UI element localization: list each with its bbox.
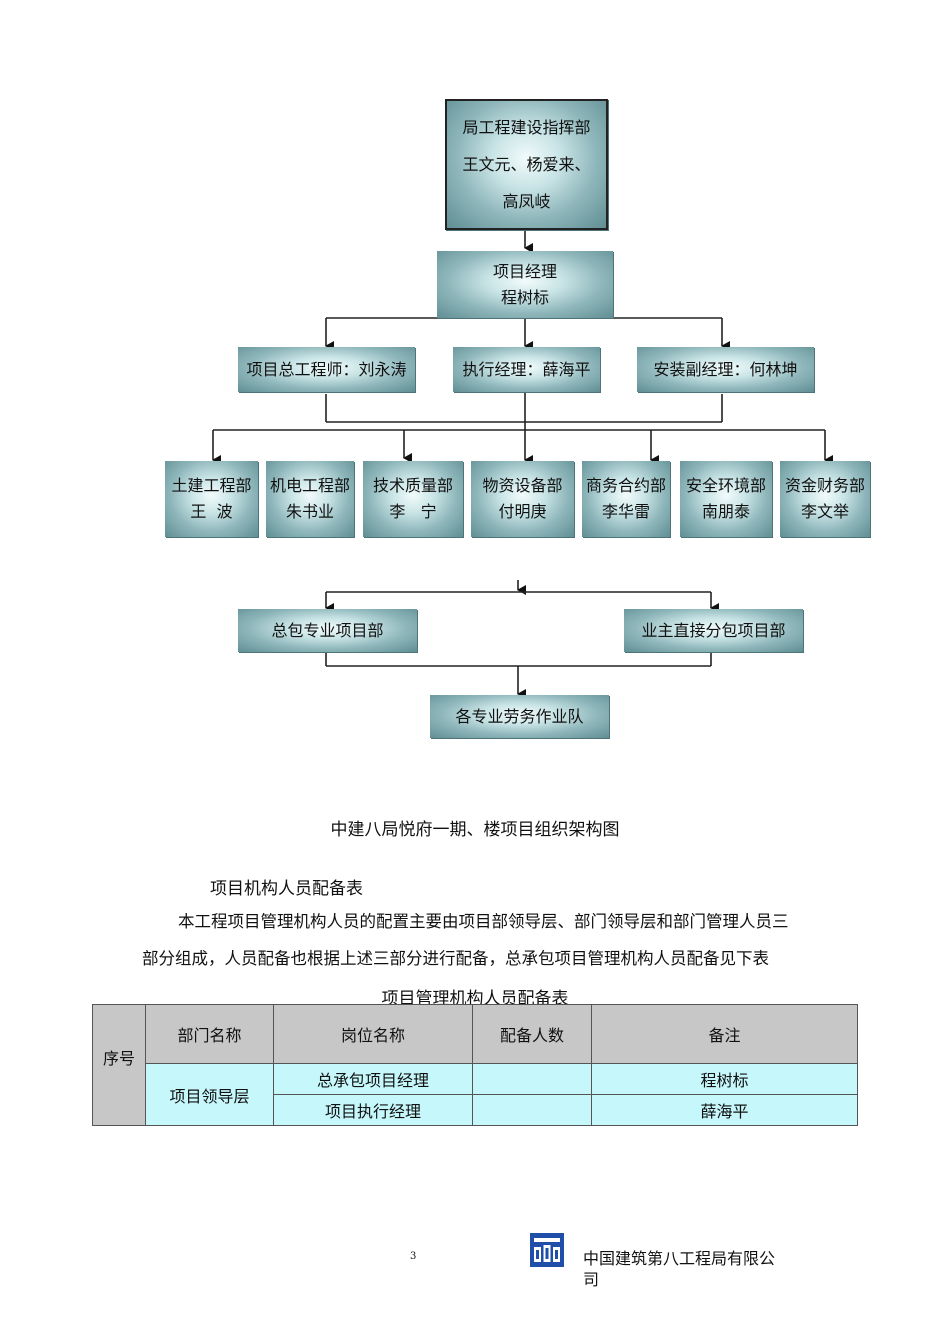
chart-caption: 中建八局悦府一期、楼项目组织架构图 — [330, 820, 620, 840]
dept-name: 安全环境部 — [685, 476, 766, 495]
cell-note: 程树标 — [591, 1063, 858, 1095]
dept-name: 资金财务部 — [784, 476, 865, 495]
general-contract-label: 总包专业项目部 — [271, 620, 384, 640]
cell-note: 薛海平 — [591, 1094, 858, 1126]
paragraph-line-1: 本工程项目管理机构人员的配置主要由项目部领导层、部门领导层和部门管理人员三 — [178, 912, 789, 931]
dept-box-safety: 安全环境部 南朋泰 — [680, 461, 772, 537]
dept-box-quality: 技术质量部 李 宁 — [363, 461, 463, 537]
dept-name: 商务合约部 — [585, 476, 666, 495]
dept-name: 土建工程部 — [171, 476, 252, 495]
org-chart-connectors — [212, 230, 833, 699]
header-seq: 序号 — [92, 1004, 146, 1126]
cell-dept: 项目领导层 — [145, 1063, 274, 1126]
hq-box: 局工程建设指挥部 王文元、杨爱来、 高凤岐 — [445, 99, 608, 230]
dept-box-materials: 物资设备部 付明庚 — [471, 461, 574, 537]
chief-engineer-box: 项目总工程师：刘永涛 — [238, 347, 415, 392]
pm-title: 项目经理 — [492, 261, 557, 281]
general-contract-box: 总包专业项目部 — [238, 609, 417, 652]
owner-subcontract-label: 业主直接分包项目部 — [641, 620, 786, 640]
labor-team-label: 各专业劳务作业队 — [455, 706, 584, 726]
header-position: 岗位名称 — [273, 1004, 473, 1064]
hq-title: 局工程建设指挥部 — [462, 118, 591, 137]
dept-name: 物资设备部 — [482, 476, 563, 495]
dept-person: 南朋泰 — [701, 502, 750, 521]
section-title: 项目机构人员配备表 — [210, 879, 363, 899]
executive-manager-label: 执行经理：薛海平 — [462, 359, 591, 379]
dept-person: 王 波 — [190, 502, 233, 521]
installation-deputy-box: 安装副经理：何林坤 — [637, 347, 814, 392]
cell-position: 项目执行经理 — [273, 1094, 473, 1126]
company-name-line-2: 司 — [583, 1270, 600, 1289]
dept-person: 李 宁 — [389, 502, 437, 521]
cell-count — [472, 1063, 592, 1095]
dept-box-mep: 机电工程部 朱书业 — [266, 461, 354, 537]
company-name-line-1: 中国建筑第八工程局有限公 — [583, 1249, 776, 1268]
pm-name: 程树标 — [500, 287, 549, 307]
dept-box-civil: 土建工程部 王 波 — [165, 461, 258, 537]
dept-person: 李文举 — [800, 502, 849, 521]
page-number: 3 — [410, 1251, 417, 1262]
staff-table: 序号 部门名称 岗位名称 配备人数 备注 项目领导层 总承包项目经理 程树标 项… — [92, 1004, 858, 1126]
cell-position: 总承包项目经理 — [273, 1063, 473, 1095]
dept-name: 技术质量部 — [372, 476, 453, 495]
installation-deputy-label: 安装副经理：何林坤 — [653, 359, 798, 379]
hq-members-1: 王文元、杨爱来、 — [462, 155, 591, 174]
dept-person: 付明庚 — [498, 502, 547, 521]
header-note: 备注 — [591, 1004, 858, 1064]
header-count: 配备人数 — [472, 1004, 592, 1064]
company-logo — [530, 1233, 564, 1267]
dept-box-commerce: 商务合约部 李华雷 — [582, 461, 670, 537]
chief-engineer-label: 项目总工程师：刘永涛 — [246, 359, 407, 379]
owner-subcontract-box: 业主直接分包项目部 — [624, 609, 803, 652]
paragraph-line-2: 部分组成，人员配备也根据上述三部分进行配备，总承包项目管理机构人员配备见下表 — [142, 949, 769, 968]
table-row: 项目执行经理 薛海平 — [93, 1094, 858, 1126]
dept-name: 机电工程部 — [269, 476, 350, 495]
dept-person: 李华雷 — [601, 502, 650, 521]
hq-members-2: 高凤岐 — [502, 192, 551, 211]
table-row: 项目领导层 总承包项目经理 程树标 — [93, 1063, 858, 1126]
table-header-row: 序号 部门名称 岗位名称 配备人数 备注 — [92, 1004, 858, 1126]
dept-box-finance: 资金财务部 李文举 — [780, 461, 870, 537]
labor-team-box: 各专业劳务作业队 — [430, 695, 609, 738]
dept-person: 朱书业 — [285, 502, 334, 521]
executive-manager-box: 执行经理：薛海平 — [453, 347, 600, 392]
header-dept: 部门名称 — [145, 1004, 274, 1064]
cell-count — [472, 1094, 592, 1126]
project-manager-box: 项目经理 程树标 — [437, 251, 613, 318]
